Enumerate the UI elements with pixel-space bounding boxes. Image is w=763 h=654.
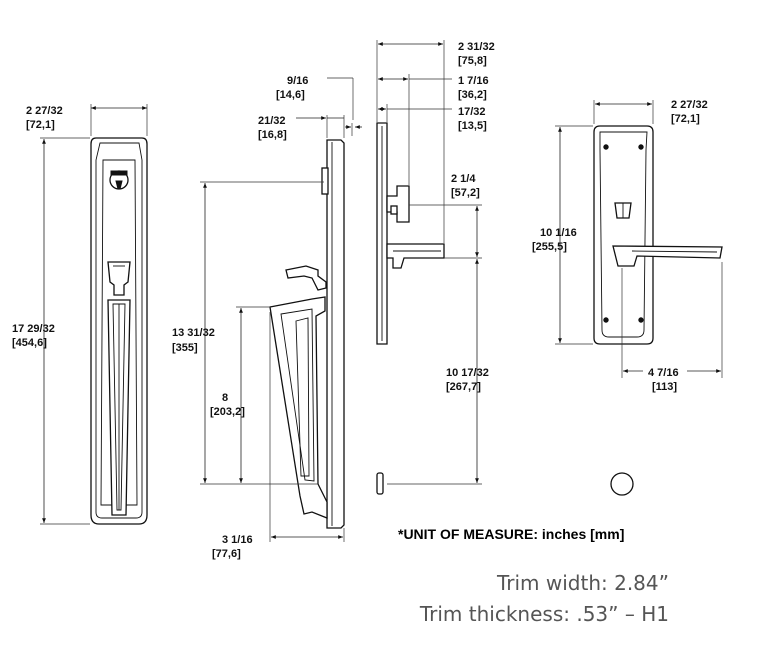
front-plate-bevel [100, 159, 138, 506]
screw-hole [638, 317, 644, 323]
side-view [269, 139, 345, 529]
thumb-piece [107, 261, 131, 296]
side-thickness-mm: [16,8] [258, 129, 287, 141]
inside-thumbturn-label: 1 7/16 [458, 75, 489, 87]
thumbturn-profile [386, 185, 410, 223]
front-view [90, 137, 148, 525]
side-lower-label: 8 [222, 392, 228, 404]
front-height-label: 17 29/32 [12, 323, 55, 335]
inside-thickness-label: 17/32 [458, 106, 486, 118]
inside-lever-label: 2 1/4 [451, 173, 476, 185]
screw-hole [603, 144, 609, 150]
side-height-label: 13 31/32 [172, 327, 215, 339]
front-width-dimension: 2 27/32 [72,1] [26, 104, 148, 136]
side-offset-mm: [14,6] [276, 89, 305, 101]
front-height-mm: [454,6] [12, 337, 47, 349]
rear-lever-handle [612, 245, 723, 267]
inside-lever-profile [386, 243, 445, 269]
screw-hole [638, 144, 644, 150]
side-offset-label: 9/16 [287, 75, 308, 87]
side-depth-dimension: 3 1/16 [77,6] [212, 312, 345, 560]
cylinder-profile [321, 167, 329, 195]
side-thumb-piece [285, 265, 327, 291]
inside-height-label: 10 17/32 [446, 367, 489, 379]
side-height-mm: [355] [172, 342, 198, 354]
side-lower-dimension: 8 [203,2] [210, 306, 270, 483]
side-plate-thickness-dimension: 21/32 [16,8] [258, 115, 345, 141]
inside-thumbturn-dimension: 1 7/16 [36,2] [378, 74, 489, 185]
rear-width-label: 2 27/32 [671, 99, 708, 111]
side-depth-label: 3 1/16 [222, 534, 253, 546]
unit-of-measure-note: *UNIT OF MEASURE: inches [mm] [398, 526, 624, 542]
rear-height-mm: [255,5] [532, 241, 567, 253]
rear-lever-mm: [113] [652, 381, 677, 393]
rear-height-label: 10 1/16 [540, 227, 577, 239]
brand-mark [110, 170, 128, 176]
inside-thumbturn-mm: [36,2] [458, 89, 487, 101]
front-height-dimension: 17 29/32 [454,6] [12, 137, 90, 525]
inside-thickness-mm: [13,5] [458, 120, 487, 132]
inside-lever-depth-dimension: 2 1/4 [57,2] [409, 173, 482, 259]
rear-lever-label: 4 7/16 [648, 367, 679, 379]
inside-detail-pin [376, 472, 384, 495]
front-width-mm: [72,1] [26, 119, 55, 131]
inside-side-view [376, 122, 445, 495]
side-top-offset-dimension: 9/16 [14,6] [276, 75, 362, 136]
side-thickness-label: 21/32 [258, 115, 286, 127]
rear-escutcheon-plate [593, 125, 654, 345]
inside-lever-mm: [57,2] [451, 187, 480, 199]
inside-overall-label: 2 31/32 [458, 41, 495, 53]
side-height-dimension: 13 31/32 [355] [172, 181, 324, 485]
side-lower-mm: [203,2] [210, 406, 245, 418]
keyhole-icon [115, 180, 123, 190]
trim-width-caption: Trim width: 2.84” [496, 571, 669, 595]
rear-detail-circle [610, 472, 634, 496]
inside-overall-mm: [75,8] [458, 55, 487, 67]
inside-height-mm: [267,7] [446, 381, 481, 393]
rear-height-dimension: 10 1/16 [255,5] [532, 125, 593, 345]
inside-overall-depth-dimension: 2 31/32 [75,8] [376, 40, 495, 243]
inside-height-dimension: 10 17/32 [267,7] [387, 259, 489, 485]
rear-width-dimension: 2 27/32 [72,1] [593, 99, 708, 125]
side-depth-mm: [77,6] [212, 548, 241, 560]
side-escutcheon-plate [326, 139, 345, 529]
trim-thickness-caption: Trim thickness: .53” – H1 [419, 602, 669, 626]
inside-plate-thickness-dimension: 17/32 [13,5] [378, 104, 487, 132]
screw-hole [603, 317, 609, 323]
rear-width-mm: [72,1] [671, 113, 700, 125]
front-width-label: 2 27/32 [26, 105, 63, 117]
rear-view [593, 125, 723, 496]
rear-lever-length-dimension: 4 7/16 [113] [621, 262, 723, 393]
